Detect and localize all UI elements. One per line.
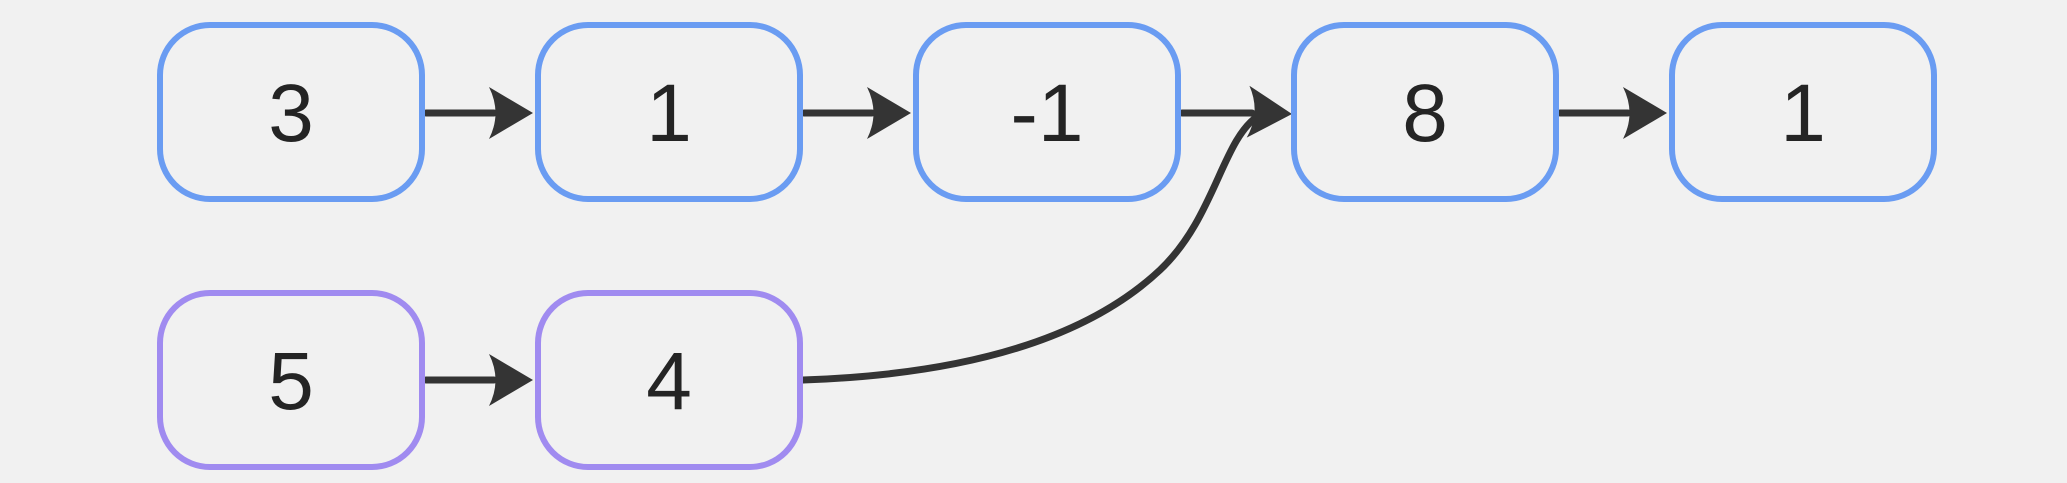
node-box <box>535 22 803 202</box>
node-box <box>535 290 803 470</box>
arrowhead-icon <box>489 87 533 139</box>
node-box <box>157 290 425 470</box>
arrow-3-to-1 <box>422 87 533 139</box>
list-b-row: 5 4 <box>157 290 803 470</box>
curved-arrow-from-4 <box>799 112 1262 384</box>
node-list-a-0: 3 <box>157 22 425 202</box>
node-list-a-4: 1 <box>1669 22 1937 202</box>
node-value: 5 <box>268 336 314 427</box>
arrow-8-to-1 <box>1556 87 1667 139</box>
arrowhead-icon <box>489 354 533 406</box>
arrowhead-icon <box>1623 87 1667 139</box>
node-value: -1 <box>1011 68 1084 159</box>
node-list-a-3: 8 <box>1291 22 1559 202</box>
node-box <box>1291 22 1559 202</box>
node-value: 1 <box>1780 68 1826 159</box>
node-value: 8 <box>1402 68 1448 159</box>
arrow-5-to-4 <box>422 354 533 406</box>
node-list-a-1: 1 <box>535 22 803 202</box>
list-a-row: 3 1 -1 8 1 <box>157 22 1937 202</box>
node-value: 4 <box>646 336 692 427</box>
node-value: 1 <box>646 68 692 159</box>
node-list-a-2: -1 <box>913 22 1181 202</box>
node-box <box>1669 22 1937 202</box>
node-box <box>913 22 1181 202</box>
connectors <box>422 85 1667 406</box>
arrowhead-icon <box>867 87 911 139</box>
node-list-b-1: 4 <box>535 290 803 470</box>
arrow-1-to-neg1 <box>800 87 911 139</box>
node-value: 3 <box>268 68 314 159</box>
node-list-b-0: 5 <box>157 290 425 470</box>
node-box <box>157 22 425 202</box>
merge-arrows-into-8 <box>799 85 1292 384</box>
arrowhead-icon <box>1246 85 1292 138</box>
